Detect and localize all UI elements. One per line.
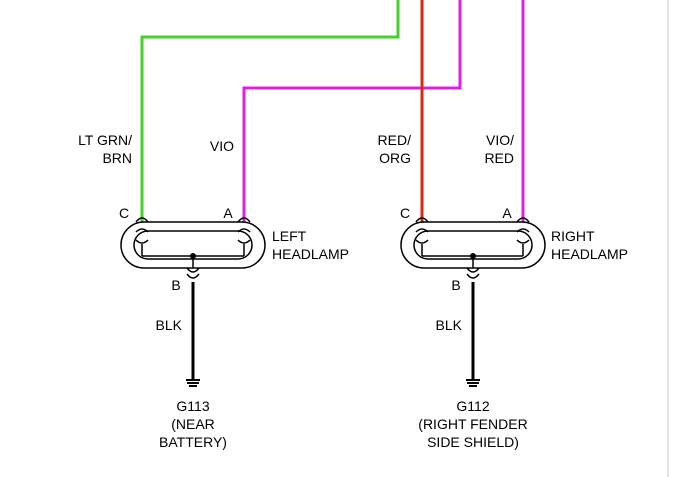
right-ground-wire-label: BLK	[436, 317, 463, 333]
left-ground-id: G113	[176, 398, 209, 414]
left-component-label-line2: HEADLAMP	[272, 246, 349, 262]
right-pin-a-label: A	[502, 205, 512, 221]
left-ground-location-line2: BATTERY)	[159, 434, 227, 450]
right-headlamp-circuit: RED/ ORG VIO/ RED C A B RIGHT HEADLAMP B…	[378, 0, 628, 450]
right-terminal-b-symbol	[466, 267, 480, 279]
right-pin-b-label: B	[451, 277, 460, 293]
left-pin-b-label: B	[171, 277, 180, 293]
right-wire-c-label-line2: ORG	[379, 150, 411, 166]
left-wire-c-label-line2: BRN	[102, 150, 132, 166]
right-wire-c-label-line1: RED/	[378, 132, 412, 148]
left-headlamp-circuit: LT GRN/ BRN VIO C A B LEFT HEADLAMP BLK	[78, 0, 462, 450]
left-wire-a-label: VIO	[210, 138, 234, 154]
right-ground-id: G112	[456, 398, 489, 414]
right-wire-a-label-line1: VIO/	[486, 132, 514, 148]
right-pin-c-label: C	[400, 205, 410, 221]
right-component-label-line1: RIGHT	[551, 228, 595, 244]
left-ground-wire-label: BLK	[156, 317, 183, 333]
left-pin-c-label: C	[119, 205, 129, 221]
right-terminal-c-symbol	[415, 217, 429, 244]
left-terminal-c-symbol	[135, 217, 149, 244]
left-component-label-line1: LEFT	[272, 228, 307, 244]
right-wire-a-label-line2: RED	[484, 150, 514, 166]
left-pin-a-label: A	[223, 205, 233, 221]
right-ground-symbol	[466, 379, 480, 387]
left-ground-location-line1: (NEAR	[171, 416, 215, 432]
right-ground-location-line2: SIDE SHIELD)	[427, 434, 519, 450]
left-vio-wire	[242, 0, 462, 222]
right-component-label-line2: HEADLAMP	[551, 246, 628, 262]
left-lt-grn-brn-wire	[140, 0, 400, 222]
right-terminal-a-symbol	[516, 217, 530, 244]
left-ground-symbol	[186, 379, 200, 387]
left-terminal-a-symbol	[237, 217, 251, 244]
left-terminal-b-symbol	[186, 267, 200, 279]
right-ground-location-line1: (RIGHT FENDER	[418, 416, 527, 432]
left-wire-c-label-line1: LT GRN/	[78, 132, 132, 148]
